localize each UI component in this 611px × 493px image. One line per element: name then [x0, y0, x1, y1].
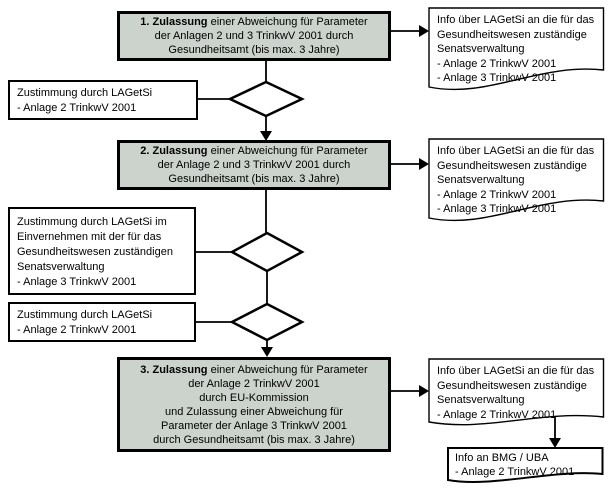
process-box-1-rest: einer Abweichung für Parameter der Anlag… [154, 16, 368, 56]
process-box-2-rest: einer Abweichung für Parameter der Anlag… [157, 145, 368, 185]
document-shape [447, 447, 604, 483]
document-2-text: Info über LAGetSi an die für das Gesundh… [437, 145, 595, 215]
approval-box-lagetsi-einvernehmen: Zustimmung durch LAGetSi im Einvernehmen… [8, 207, 196, 295]
process-box-zulassung-3: 3. Zulassung einer Abweichung für Parame… [117, 357, 391, 452]
process-box-2-bold: 2. Zulassung [140, 145, 208, 157]
process-box-1-bold: 1. Zulassung [140, 16, 208, 28]
process-box-zulassung-1: 1. Zulassung einer Abweichung für Parame… [117, 11, 391, 61]
document-info-senatsverwaltung-3: Info über LAGetSi an die für das Gesundh… [428, 358, 605, 433]
document-info-senatsverwaltung-1: Info über LAGetSi an die für das Gesundh… [428, 7, 605, 99]
document-shape [428, 7, 605, 91]
process-box-1-text: 1. Zulassung einer Abweichung für Parame… [120, 15, 388, 57]
document-info-senatsverwaltung-2: Info über LAGetSi an die für das Gesundh… [428, 138, 605, 230]
approval-box-lagetsi-2: Zustimmung durch LAGetSi - Anlage 2 Trin… [8, 302, 196, 342]
approval-box-lagetsi-1: Zustimmung durch LAGetSi - Anlage 2 Trin… [8, 80, 198, 120]
decision-diamond-3 [229, 302, 305, 342]
decision-diamond-2 [229, 231, 305, 273]
process-box-3-bold: 3. Zulassung [140, 363, 208, 376]
process-box-zulassung-2: 2. Zulassung einer Abweichung für Parame… [117, 140, 391, 190]
process-box-2-text: 2. Zulassung einer Abweichung für Parame… [120, 144, 388, 186]
document-info-bmg-uba: Info an BMG / UBA - Anlage 2 TrinkwV 200… [447, 447, 604, 489]
process-box-3-text: 3. Zulassung einer Abweichung für Parame… [120, 363, 388, 447]
document-shape [428, 138, 605, 222]
document-4-text: Info an BMG / UBA - Anlage 2 TrinkwV 200… [455, 452, 575, 478]
process-box-3-rest: einer Abweichung für Parameter der Anlag… [153, 363, 368, 446]
document-1-text: Info über LAGetSi an die für das Gesundh… [437, 14, 595, 84]
decision-diamond-1 [227, 80, 305, 118]
document-3-text: Info über LAGetSi an die für das Gesundh… [437, 365, 595, 421]
document-shape [428, 358, 605, 426]
